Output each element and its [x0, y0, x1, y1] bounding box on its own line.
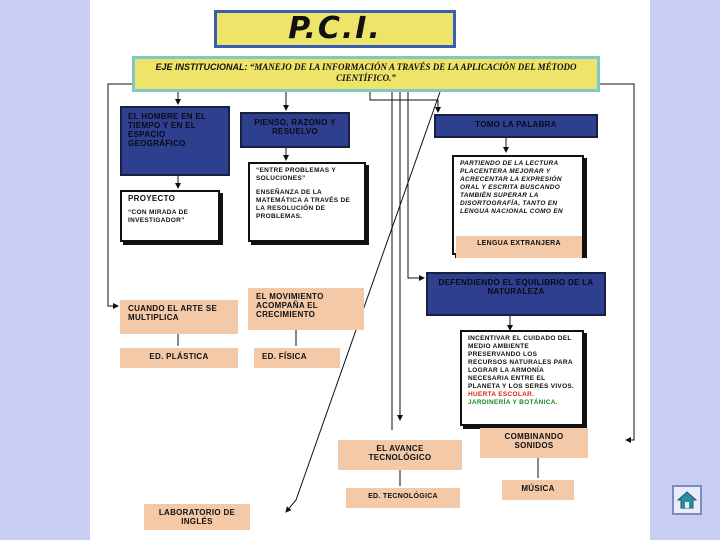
eje-label: EJE INSTITUCIONAL: [155, 62, 248, 72]
entre-text: “ENTRE PROBLEMAS Y SOLUCIONES” [256, 167, 336, 182]
box-ed-plastica: ED. PLÁSTICA [120, 348, 238, 368]
box-proyecto: PROYECTO “CON MIRADA DE INVESTIGADOR” [120, 190, 220, 242]
box-tomo-la-palabra: TOMO LA PALABRA [434, 114, 598, 138]
proyecto-text: “CON MIRADA DE INVESTIGADOR” [128, 209, 189, 224]
box-incentivar: INCENTIVAR EL CUIDADO DEL MEDIO AMBIENTE… [460, 330, 584, 426]
home-button[interactable] [672, 485, 702, 515]
jardineria-text: JARDINERÍA Y BOTÁNICA. [468, 399, 558, 406]
incentivar-text: INCENTIVAR EL CUIDADO DEL MEDIO AMBIENTE… [468, 335, 575, 390]
proyecto-title: PROYECTO [128, 194, 176, 203]
box-pienso: PIENSO, RAZONO Y RESUELVO [240, 112, 350, 148]
eje-institucional: EJE INSTITUCIONAL: “MANEJO DE LA INFORMA… [132, 56, 600, 92]
page-title: P.C.I. [214, 10, 456, 48]
box-musica: MÚSICA [502, 480, 574, 500]
box-movimiento: EL MOVIMIENTO ACOMPAÑA EL CRECIMIENTO [248, 288, 364, 330]
box-avance: EL AVANCE TECNOLÓGICO [338, 440, 462, 470]
box-ed-fisica: ED. FÍSICA [254, 348, 340, 368]
box-entre-problemas: “ENTRE PROBLEMAS Y SOLUCIONES” ENSEÑANZA… [248, 162, 366, 242]
home-icon [676, 491, 698, 509]
eje-text: “MANEJO DE LA INFORMACIÓN A TRAVÉS DE LA… [249, 62, 577, 83]
box-hombre: EL HOMBRE EN EL TIEMPO Y EN EL ESPACIO G… [120, 106, 230, 176]
box-lengua-extranjera: LENGUA EXTRANJERA [456, 236, 582, 258]
diagram-sheet: P.C.I. EJE INSTITUCIONAL: “MANEJO DE LA … [90, 0, 650, 540]
ensenanza-text: ENSEÑANZA DE LA MATEMÁTICA A TRAVÉS DE L… [256, 189, 351, 220]
box-combinando: COMBINANDO SONIDOS [480, 428, 588, 458]
box-ed-tecnologica: ED. TECNOLÓGICA [346, 488, 460, 508]
box-laboratorio: LABORATORIO DE INGLÉS [144, 504, 250, 530]
box-arte: CUANDO EL ARTE SE MULTIPLICA [120, 300, 238, 334]
huerta-text: HUERTA ESCOLAR. [468, 391, 535, 398]
box-defendiendo: DEFENDIENDO EL EQUILIBRIO DE LA NATURALE… [426, 272, 606, 316]
